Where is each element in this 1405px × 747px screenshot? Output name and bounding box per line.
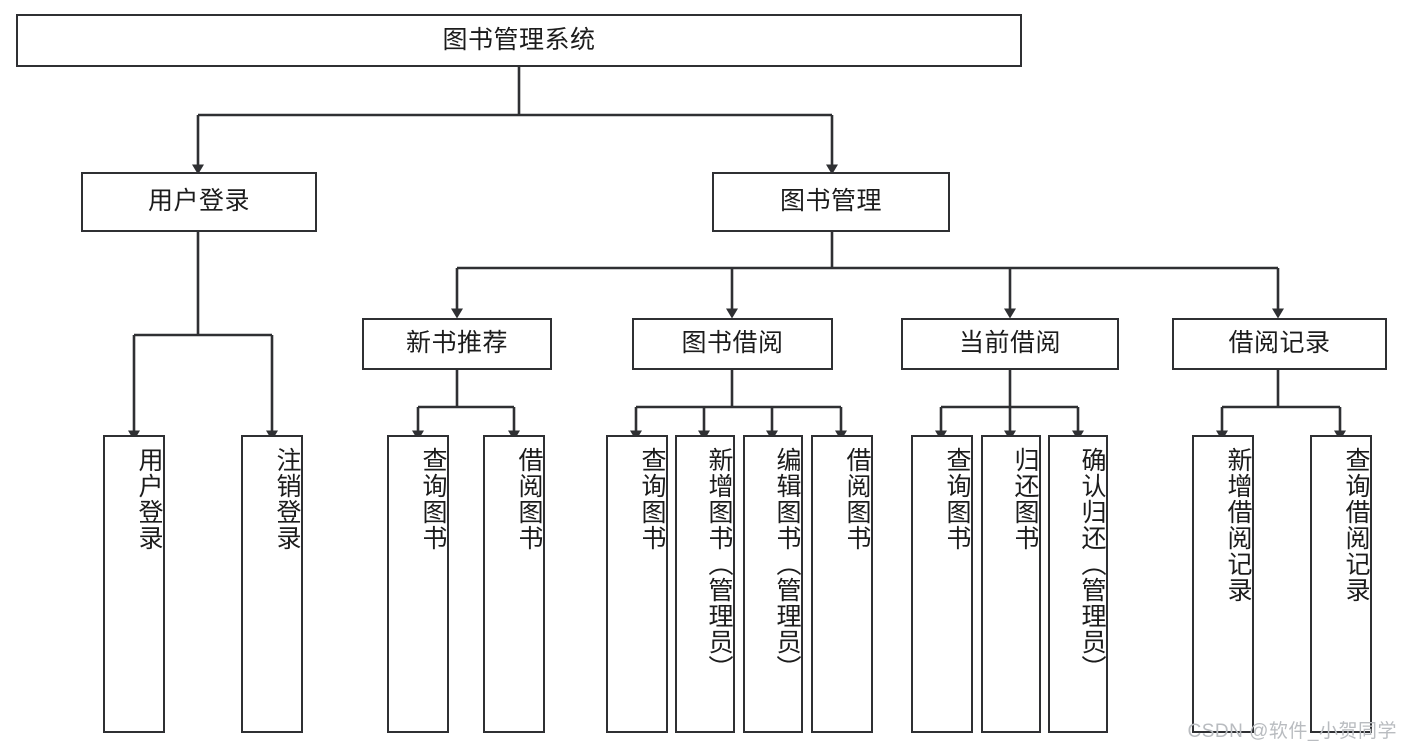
leaf-confirm-return-admin[interactable]: 确认归还（管理员） bbox=[1048, 435, 1108, 733]
leaf-label: 查询图书 bbox=[638, 447, 666, 551]
leaf-add-book-admin[interactable]: 新增图书（管理员） bbox=[675, 435, 735, 733]
leaf-add-borrow-record[interactable]: 新增借阅记录 bbox=[1192, 435, 1254, 733]
leaf-label: 借阅图书 bbox=[515, 447, 543, 551]
node-borrow-record[interactable]: 借阅记录 bbox=[1172, 318, 1387, 370]
node-book-management[interactable]: 图书管理 bbox=[712, 172, 950, 232]
leaf-return-book[interactable]: 归还图书 bbox=[981, 435, 1041, 733]
leaf-label: 新增图书（管理员） bbox=[705, 447, 733, 681]
leaf-label: 查询借阅记录 bbox=[1342, 447, 1370, 603]
node-label: 图书借阅 bbox=[681, 329, 784, 358]
node-new-book-recommend[interactable]: 新书推荐 bbox=[362, 318, 552, 370]
leaf-query-borrow-record[interactable]: 查询借阅记录 bbox=[1310, 435, 1372, 733]
leaf-label: 新增借阅记录 bbox=[1224, 447, 1252, 603]
node-label: 当前借阅 bbox=[958, 329, 1061, 358]
leaf-label: 归还图书 bbox=[1011, 447, 1039, 551]
node-label: 借阅记录 bbox=[1228, 329, 1331, 358]
node-current-borrow[interactable]: 当前借阅 bbox=[901, 318, 1119, 370]
leaf-borrow-book-recommend[interactable]: 借阅图书 bbox=[483, 435, 545, 733]
node-book-borrow[interactable]: 图书借阅 bbox=[632, 318, 833, 370]
leaf-query-book-recommend[interactable]: 查询图书 bbox=[387, 435, 449, 733]
node-label: 用户登录 bbox=[147, 187, 250, 216]
leaf-label: 编辑图书（管理员） bbox=[773, 447, 801, 681]
leaf-label: 查询图书 bbox=[943, 447, 971, 551]
node-root-book-management-system[interactable]: 图书管理系统 bbox=[16, 14, 1022, 67]
leaf-edit-book-admin[interactable]: 编辑图书（管理员） bbox=[743, 435, 803, 733]
leaf-label: 借阅图书 bbox=[843, 447, 871, 551]
leaf-label: 用户登录 bbox=[135, 447, 163, 551]
leaf-borrow-book[interactable]: 借阅图书 bbox=[811, 435, 873, 733]
node-label: 图书管理系统 bbox=[442, 25, 596, 54]
leaf-user-login[interactable]: 用户登录 bbox=[103, 435, 165, 733]
leaf-logout[interactable]: 注销登录 bbox=[241, 435, 303, 733]
node-label: 图书管理 bbox=[779, 187, 882, 216]
leaf-label: 确认归还（管理员） bbox=[1078, 447, 1106, 681]
node-user-login[interactable]: 用户登录 bbox=[81, 172, 317, 232]
leaf-label: 查询图书 bbox=[419, 447, 447, 551]
leaf-query-book-current[interactable]: 查询图书 bbox=[911, 435, 973, 733]
leaf-query-book-borrow[interactable]: 查询图书 bbox=[606, 435, 668, 733]
leaf-label: 注销登录 bbox=[273, 447, 301, 551]
node-label: 新书推荐 bbox=[405, 329, 508, 358]
csdn-watermark: CSDN @软件_小贺同学 bbox=[1187, 721, 1397, 742]
